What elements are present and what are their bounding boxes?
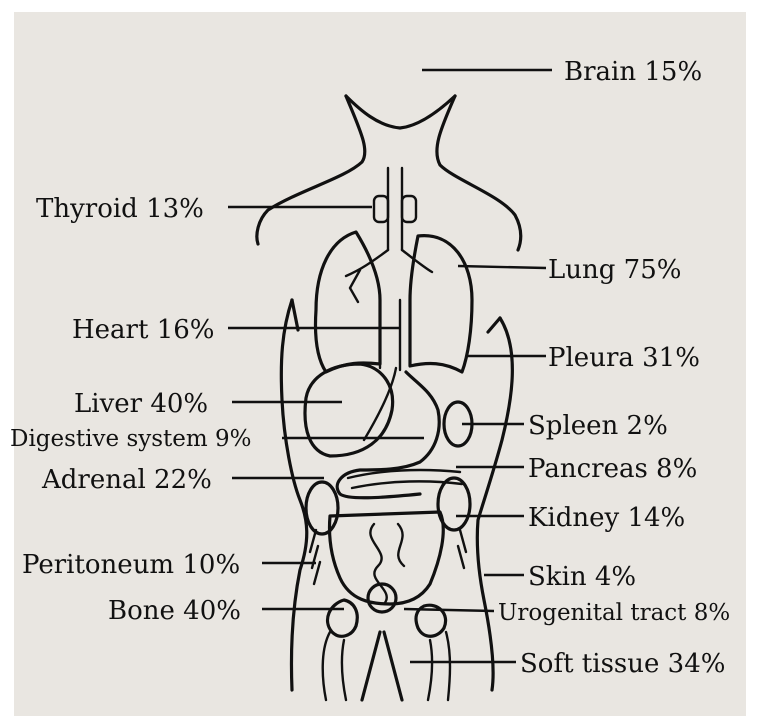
label-pleura: Pleura 31% bbox=[548, 343, 700, 373]
label-spleen: Spleen 2% bbox=[528, 411, 668, 441]
label-brain: Brain 15% bbox=[564, 57, 702, 87]
label-liver: Liver 40% bbox=[74, 389, 208, 419]
label-kidney: Kidney 14% bbox=[528, 503, 685, 533]
label-digestive: Digestive system 9% bbox=[10, 426, 252, 452]
label-heart: Heart 16% bbox=[72, 315, 215, 345]
label-skin: Skin 4% bbox=[528, 562, 636, 592]
label-thyroid: Thyroid 13% bbox=[36, 194, 204, 224]
label-bone: Bone 40% bbox=[108, 596, 241, 626]
label-urogenital: Urogenital tract 8% bbox=[498, 600, 730, 626]
label-lung: Lung 75% bbox=[548, 255, 681, 285]
label-soft-tissue: Soft tissue 34% bbox=[520, 649, 725, 679]
label-adrenal: Adrenal 22% bbox=[41, 465, 212, 495]
label-pancreas: Pancreas 8% bbox=[528, 454, 697, 484]
label-peritoneum: Peritoneum 10% bbox=[22, 550, 240, 580]
